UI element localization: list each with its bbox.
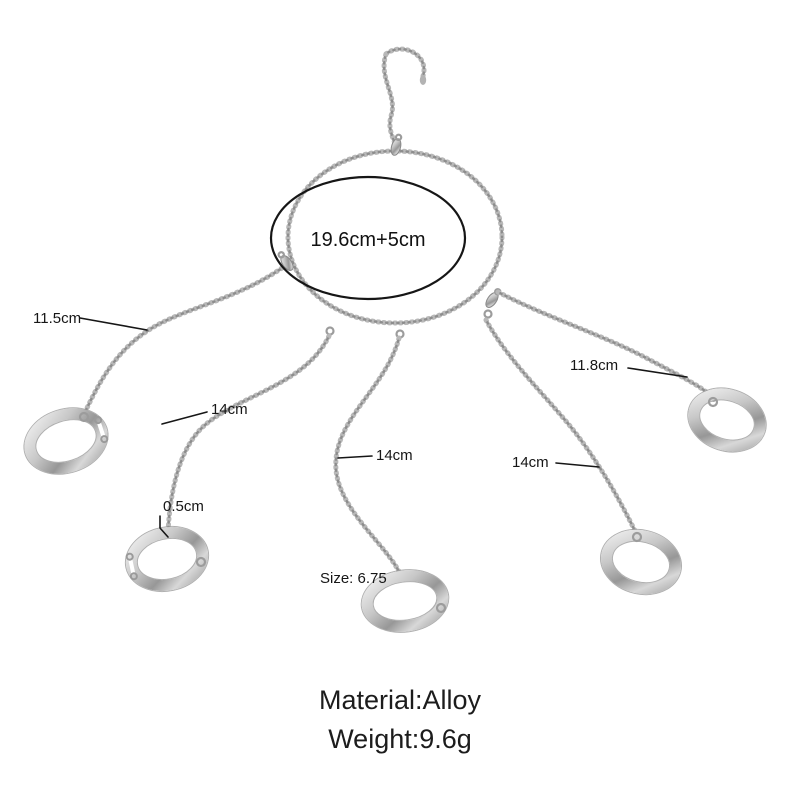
right-mid-chain-length-label: 14cm [512,454,549,471]
ring-5-loop [707,396,719,408]
leader-line-right-mid [555,462,600,468]
ring-4 [599,528,683,596]
leader-line-left-mid [161,411,208,425]
band-width-bracket [159,515,169,538]
ring-size-label: Size: 6.75 [320,570,387,587]
left-chain-length-label: 11.5cm [33,310,81,327]
ring-3 [360,569,450,633]
lobster-clasp-top [390,133,403,156]
leader-line-middle [337,455,373,459]
right-chain-length-label: 11.8cm [570,357,618,374]
jump-ring [483,309,493,319]
ring-5 [687,387,767,453]
ring-3-loop [435,602,447,614]
extension-chain [384,49,426,150]
weight-spec: Weight:9.6g [328,724,472,754]
finger-chain-1 [84,268,282,414]
bracelet-size-label: 19.6cm+5cm [310,229,425,251]
ring-4-loop [631,531,643,543]
lobster-clasp-left [277,251,294,271]
band-width-label: 0.5cm [163,498,204,515]
jump-ring [325,326,335,336]
finger-chain-4 [486,320,637,535]
leader-line-left [79,317,148,331]
bracelet-size-oval [269,175,467,301]
ring-1 [23,407,109,475]
leader-line-right [627,367,688,378]
ring-2-loop [195,556,207,568]
ring-1-loop [78,411,90,423]
extension-drop-bead [419,75,427,85]
material-spec: Material:Alloy [319,685,482,715]
left-mid-chain-length-label: 14cm [211,401,248,418]
middle-chain-length-label: 14cm [376,447,413,464]
